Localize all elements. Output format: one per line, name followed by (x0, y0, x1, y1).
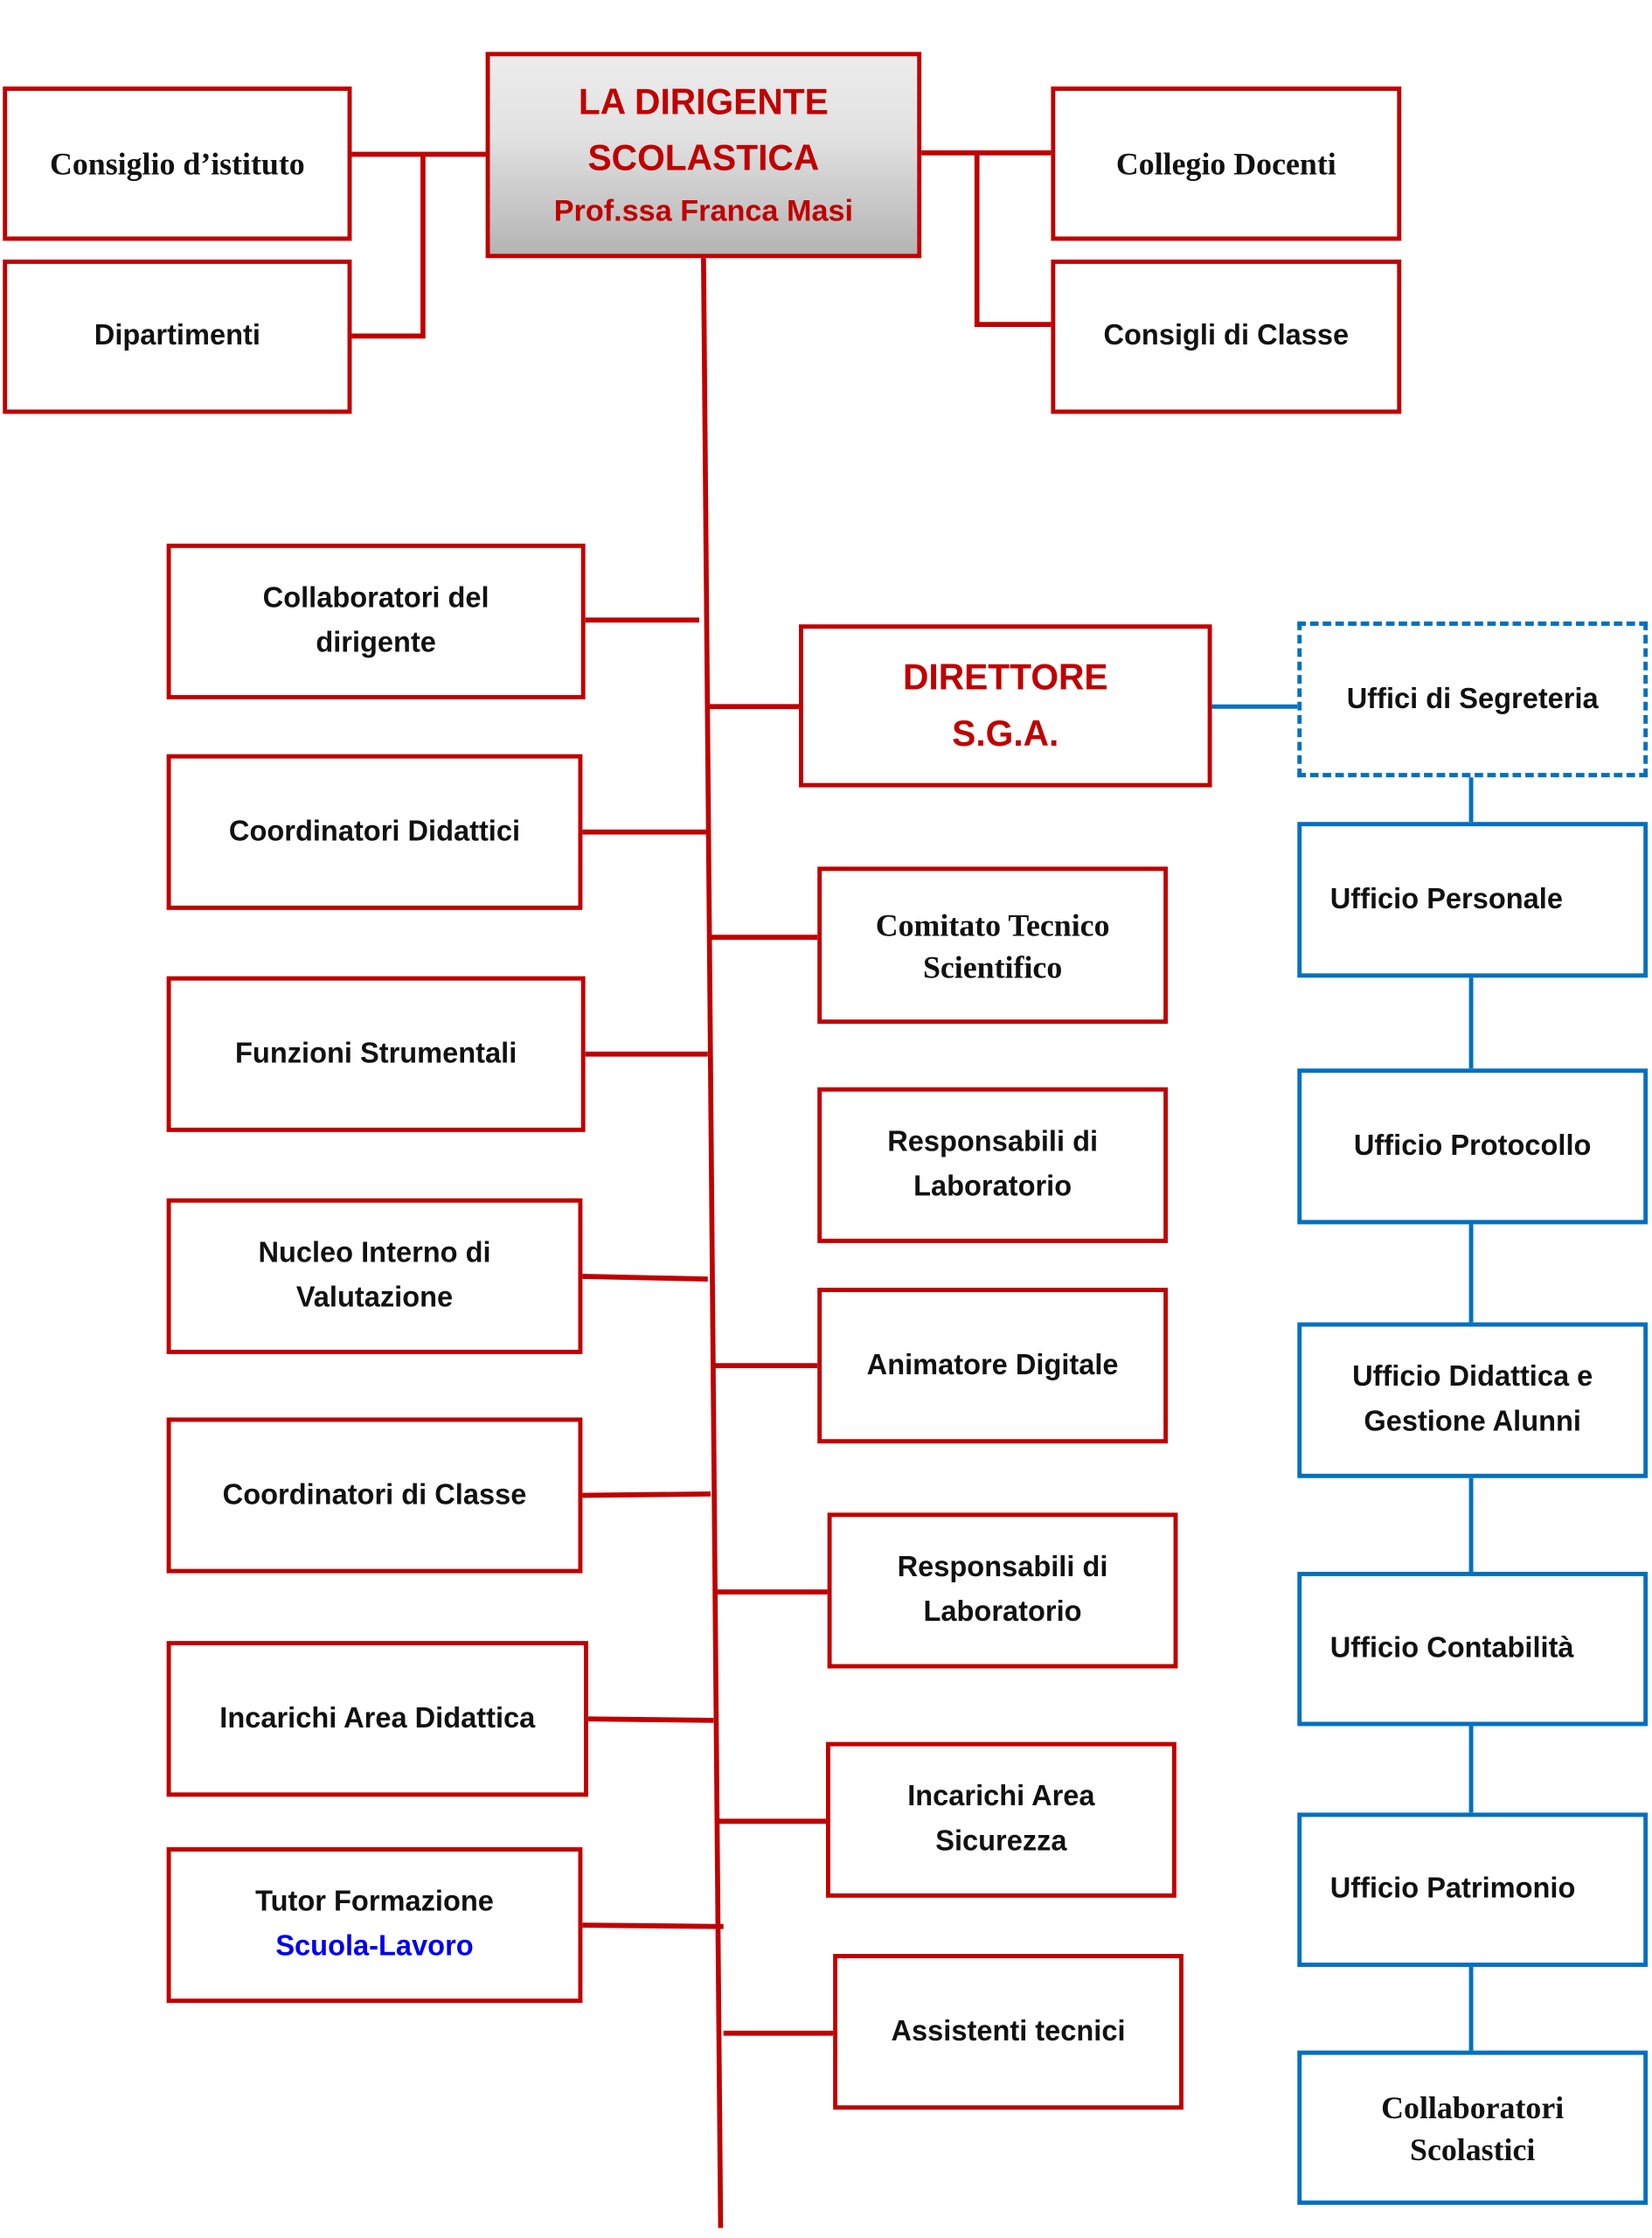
nucleo-valutazione-box: Nucleo Interno di Valutazione (166, 1198, 583, 1354)
dirigente-title-1: LA DIRIGENTE (578, 81, 829, 122)
box-label: Incarichi Area (907, 1781, 1095, 1813)
box-label: Nucleo Interno di (258, 1237, 491, 1269)
responsabili-laboratorio-box-2: Responsabili di Laboratorio (827, 1512, 1178, 1669)
box-label: Laboratorio (923, 1595, 1082, 1629)
responsabili-laboratorio-box-1: Responsabili di Laboratorio (817, 1087, 1169, 1243)
box-label: Ufficio Protocollo (1353, 1129, 1592, 1162)
box-label: Laboratorio (913, 1171, 1072, 1203)
box-label: Ufficio Contabilità (1329, 1632, 1574, 1665)
box-label: Coordinatori di Classe (222, 1478, 527, 1511)
ufficio-didattica-box: Ufficio Didattica e Gestione Alunni (1297, 1322, 1649, 1478)
box-label: Funzioni Strumentali (235, 1037, 517, 1070)
box-label: Valutazione (295, 1282, 454, 1314)
box-label: Assistenti tecnici (891, 2015, 1126, 2047)
box-label: Collaboratori (1381, 2089, 1565, 2125)
box-label: Gestione Alunni (1364, 1406, 1582, 1438)
animatore-digitale-box: Animatore Digitale (817, 1288, 1169, 1444)
dsga-box: DIRETTORE S.G.A. (799, 624, 1212, 788)
ufficio-patrimonio-box: Ufficio Patrimonio (1297, 1812, 1649, 1967)
box-label: Sicurezza (935, 1825, 1067, 1858)
uffici-segreteria-box: Uffici di Segreteria (1297, 621, 1649, 778)
dirigente-title-2: SCOLASTICA (587, 137, 820, 178)
box-label: Incarichi Area Didattica (219, 1702, 536, 1734)
funzioni-strumentali-box: Funzioni Strumentali (166, 976, 586, 1132)
box-label: Responsabili di (897, 1551, 1108, 1584)
coordinatori-classe-box: Coordinatori di Classe (166, 1417, 583, 1574)
connector-right (707, 704, 834, 2036)
box-label: Ufficio Didattica e (1352, 1361, 1593, 1394)
dirigente-box: LA DIRIGENTE SCOLASTICA Prof.ssa Franca … (485, 52, 922, 259)
box-label: Coordinatori Didattici (228, 815, 521, 848)
ufficio-personale-box: Ufficio Personale (1297, 822, 1649, 978)
connector-right-top (921, 149, 1052, 328)
box-label: Dipartimenti (94, 320, 260, 352)
dipartimenti-box: Dipartimenti (3, 259, 352, 414)
box-label: Uffici di Segreteria (1346, 683, 1599, 715)
dsga-subtitle: S.G.A. (952, 712, 1059, 754)
box-label: Ufficio Personale (1329, 883, 1563, 915)
box-label: Consigli di Classe (1103, 320, 1350, 352)
main-trunk (701, 258, 724, 2228)
connector-left (575, 617, 724, 1929)
box-label: Collaboratori del (262, 582, 489, 615)
connector-left-top (351, 151, 486, 339)
box-label: Scientifico (922, 948, 1063, 984)
incarichi-didattica-box: Incarichi Area Didattica (166, 1641, 588, 1797)
collaboratori-dirigente-box: Collaboratori del dirigente (166, 543, 586, 700)
coordinatori-didattici-box: Coordinatori Didattici (166, 754, 583, 910)
box-label: Responsabili di (887, 1126, 1099, 1158)
box-label-highlight: Scuola-Lavoro (275, 1930, 474, 1963)
collegio-docenti-box: Collegio Docenti (1051, 86, 1402, 241)
assistenti-tecnici-box: Assistenti tecnici (833, 1954, 1183, 2110)
box-label: Consiglio d’istituto (49, 145, 305, 182)
ufficio-contabilita-box: Ufficio Contabilità (1297, 1571, 1649, 1727)
box-label: Collegio Docenti (1115, 145, 1336, 182)
box-label: dirigente (316, 627, 436, 659)
consiglio-istituto-box: Consiglio d’istituto (3, 86, 352, 241)
box-label: Animatore Digitale (866, 1349, 1119, 1381)
consigli-classe-box: Consigli di Classe (1051, 259, 1402, 414)
box-label: Scolastici (1410, 2130, 1536, 2167)
ufficio-protocollo-box: Ufficio Protocollo (1297, 1068, 1649, 1225)
box-label: Ufficio Patrimonio (1329, 1873, 1576, 1905)
box-label: Comitato Tecnico (875, 906, 1110, 942)
dirigente-name: Prof.ssa Franca Masi (553, 193, 854, 227)
box-label: Tutor Formazione (255, 1886, 494, 1918)
dsga-title: DIRETTORE (902, 657, 1108, 698)
